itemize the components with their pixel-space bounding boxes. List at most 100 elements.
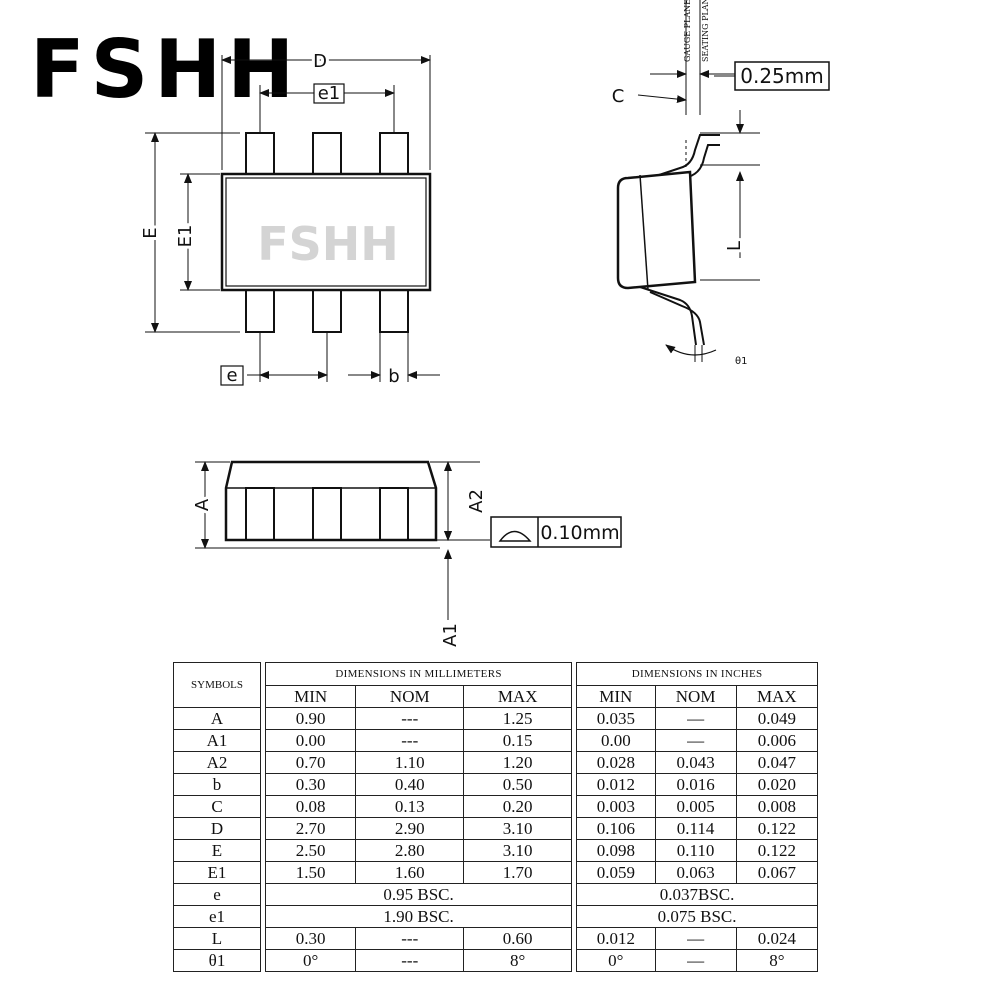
callout-010: 0.10mm — [540, 522, 619, 544]
in-nom-cell: 0.043 — [654, 751, 737, 774]
symbol-cell: A2 — [173, 751, 261, 774]
mm-nom-cell: 2.90 — [355, 817, 465, 840]
mm-bsc-cell: 1.90 BSC. — [264, 905, 573, 928]
in-nom-header: NOM — [654, 685, 737, 708]
in-nom-cell: 0.063 — [654, 861, 737, 884]
in-bsc-cell: 0.037BSC. — [576, 883, 818, 906]
mm-min-cell: 1.50 — [264, 861, 357, 884]
mm-nom-cell: --- — [355, 927, 465, 950]
lead-front-3 — [379, 487, 409, 541]
mm-max-cell: 1.25 — [463, 707, 573, 730]
lead-front-1 — [245, 487, 275, 541]
mm-nom-cell: --- — [355, 729, 465, 752]
symbol-cell: E — [173, 839, 261, 862]
mm-header: DIMENSIONS IN MILLIMETERS — [264, 662, 573, 686]
in-max-header: MAX — [735, 685, 819, 708]
in-max-cell: 0.067 — [735, 861, 819, 884]
mm-min-cell: 0.08 — [264, 795, 357, 818]
label-E1: E1 — [175, 225, 196, 248]
mm-min-header: MIN — [264, 685, 357, 708]
in-min-header: MIN — [576, 685, 656, 708]
mm-nom-cell: 1.60 — [355, 861, 465, 884]
in-min-cell: 0.00 — [576, 729, 656, 752]
mm-max-cell: 3.10 — [463, 817, 573, 840]
symbol-cell: D — [173, 817, 261, 840]
in-min-cell: 0.012 — [576, 773, 656, 796]
mm-nom-cell: 0.40 — [355, 773, 465, 796]
mm-max-header: MAX — [463, 685, 573, 708]
top-view — [145, 55, 440, 386]
brand-logo: FSHH — [30, 23, 301, 116]
in-min-cell: 0.098 — [576, 839, 656, 862]
symbol-cell: E1 — [173, 861, 261, 884]
lead-front-2 — [312, 487, 342, 541]
mm-max-cell: 8° — [463, 949, 573, 972]
lead-bottom-3 — [379, 287, 409, 333]
in-max-cell: 0.020 — [735, 773, 819, 796]
in-min-cell: 0.059 — [576, 861, 656, 884]
in-min-cell: 0.035 — [576, 707, 656, 730]
in-nom-cell: 0.005 — [654, 795, 737, 818]
mm-nom-header: NOM — [355, 685, 465, 708]
mm-max-cell: 0.15 — [463, 729, 573, 752]
in-min-cell: 0.028 — [576, 751, 656, 774]
mm-min-cell: 0.30 — [264, 773, 357, 796]
symbol-cell: e1 — [173, 905, 261, 928]
in-max-cell: 0.006 — [735, 729, 819, 752]
label-E: E — [140, 227, 161, 238]
in-nom-cell: 0.016 — [654, 773, 737, 796]
symbol-cell: C — [173, 795, 261, 818]
mm-min-cell: 2.70 — [264, 817, 357, 840]
side-view-labels: C L θ1 GAUGE PLANE SEATING PLANE 0.25mm — [612, 0, 824, 367]
in-max-cell: 0.122 — [735, 839, 819, 862]
in-nom-cell: — — [654, 707, 737, 730]
mm-nom-cell: --- — [355, 707, 465, 730]
front-view-labels: A A2 A1 0.10mm — [189, 489, 620, 647]
mm-min-cell: 0° — [264, 949, 357, 972]
seating-plane-label: SEATING PLANE — [701, 0, 710, 62]
mm-max-cell: 1.20 — [463, 751, 573, 774]
lead-bottom-1 — [245, 287, 275, 333]
package-drawing: D e1 E E1 e b FSHH — [140, 0, 830, 647]
symbol-cell: L — [173, 927, 261, 950]
mm-nom-cell: 0.13 — [355, 795, 465, 818]
in-nom-cell: 0.114 — [654, 817, 737, 840]
mm-max-cell: 0.60 — [463, 927, 573, 950]
mm-max-cell: 3.10 — [463, 839, 573, 862]
lead-top-1 — [245, 132, 275, 178]
in-max-cell: 0.008 — [735, 795, 819, 818]
mm-max-cell: 1.70 — [463, 861, 573, 884]
label-e1: e1 — [318, 83, 341, 104]
label-D: D — [313, 51, 327, 72]
in-nom-cell: — — [654, 729, 737, 752]
in-min-cell: 0° — [576, 949, 656, 972]
in-nom-cell: — — [654, 927, 737, 950]
mm-nom-cell: 1.10 — [355, 751, 465, 774]
in-bsc-cell: 0.075 BSC. — [576, 905, 818, 928]
mm-max-cell: 0.20 — [463, 795, 573, 818]
in-nom-cell: 0.110 — [654, 839, 737, 862]
lead-bottom-2 — [312, 287, 342, 333]
label-e: e — [226, 365, 237, 386]
label-A: A — [192, 498, 213, 511]
in-min-cell: 0.106 — [576, 817, 656, 840]
side-view — [616, 0, 830, 362]
dimensions-table: SYMBOLS DIMENSIONS IN MILLIMETERS DIMENS… — [173, 662, 819, 972]
lead-top-2 — [312, 132, 342, 178]
symbols-header: SYMBOLS — [173, 662, 261, 708]
mm-nom-cell: 2.80 — [355, 839, 465, 862]
symbol-cell: e — [173, 883, 261, 906]
in-nom-cell: — — [654, 949, 737, 972]
in-min-cell: 0.012 — [576, 927, 656, 950]
